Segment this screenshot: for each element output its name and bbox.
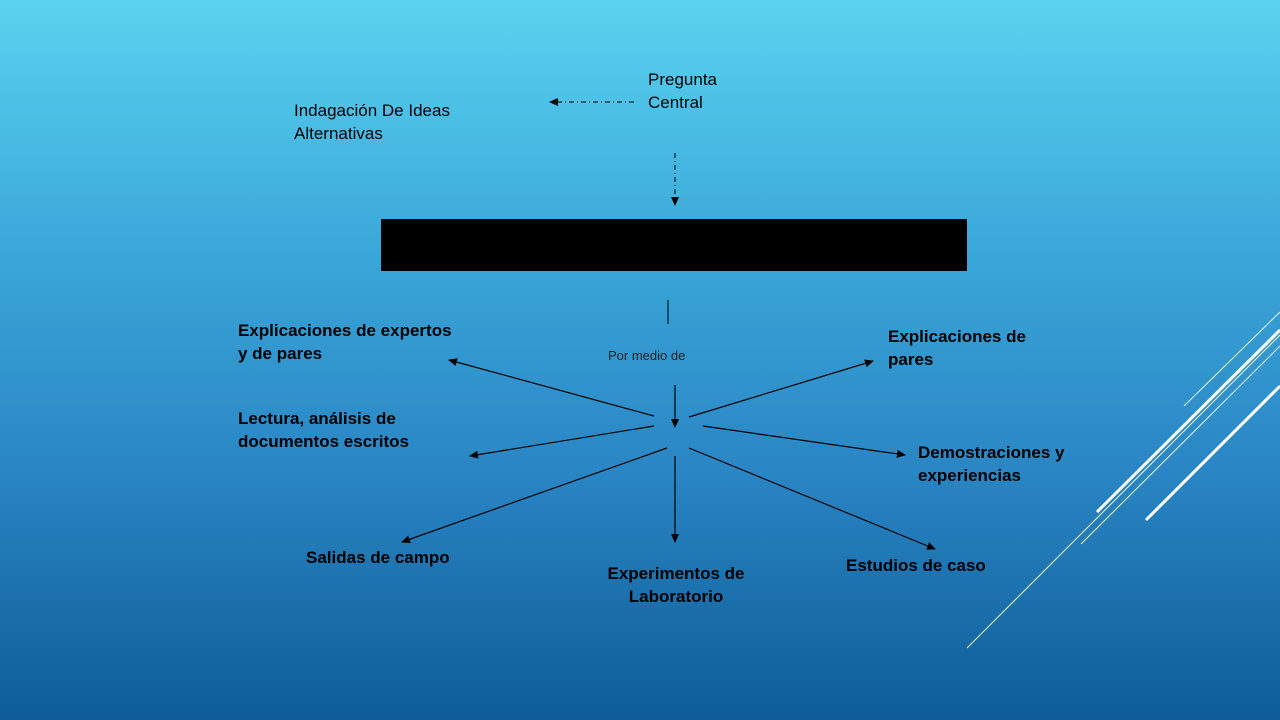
arrow-reading [469, 425, 655, 459]
node-case-studies: Estudios de caso [846, 556, 986, 575]
arrow-field-trips [401, 447, 668, 544]
node-lab-experiments: Experimentos de Laboratorio [607, 564, 745, 606]
arrow-peer-explanations [688, 359, 874, 418]
title-box [381, 219, 967, 271]
arrow-demonstrations [702, 425, 906, 458]
arrow-expert-explanations [448, 358, 655, 417]
node-reading: Lectura, análisis de documentos escritos [238, 409, 409, 451]
node-expert-explanations: Explicaciones de expertos y de pares [238, 321, 452, 363]
alternative-ideas-label: Indagación De Ideas Alternativas [294, 101, 450, 143]
arrow-case-studies [688, 447, 936, 550]
node-field-trips: Salidas de campo [306, 548, 450, 567]
radiating-arrows [401, 358, 936, 550]
node-peer-explanations: Explicaciones de pares [888, 327, 1026, 369]
central-question-label: Pregunta Central [648, 70, 717, 112]
decorative-lines [966, 311, 1280, 649]
connector-label: Por medio de [608, 348, 686, 363]
node-demonstrations: Demostraciones y experiencias [918, 443, 1065, 485]
